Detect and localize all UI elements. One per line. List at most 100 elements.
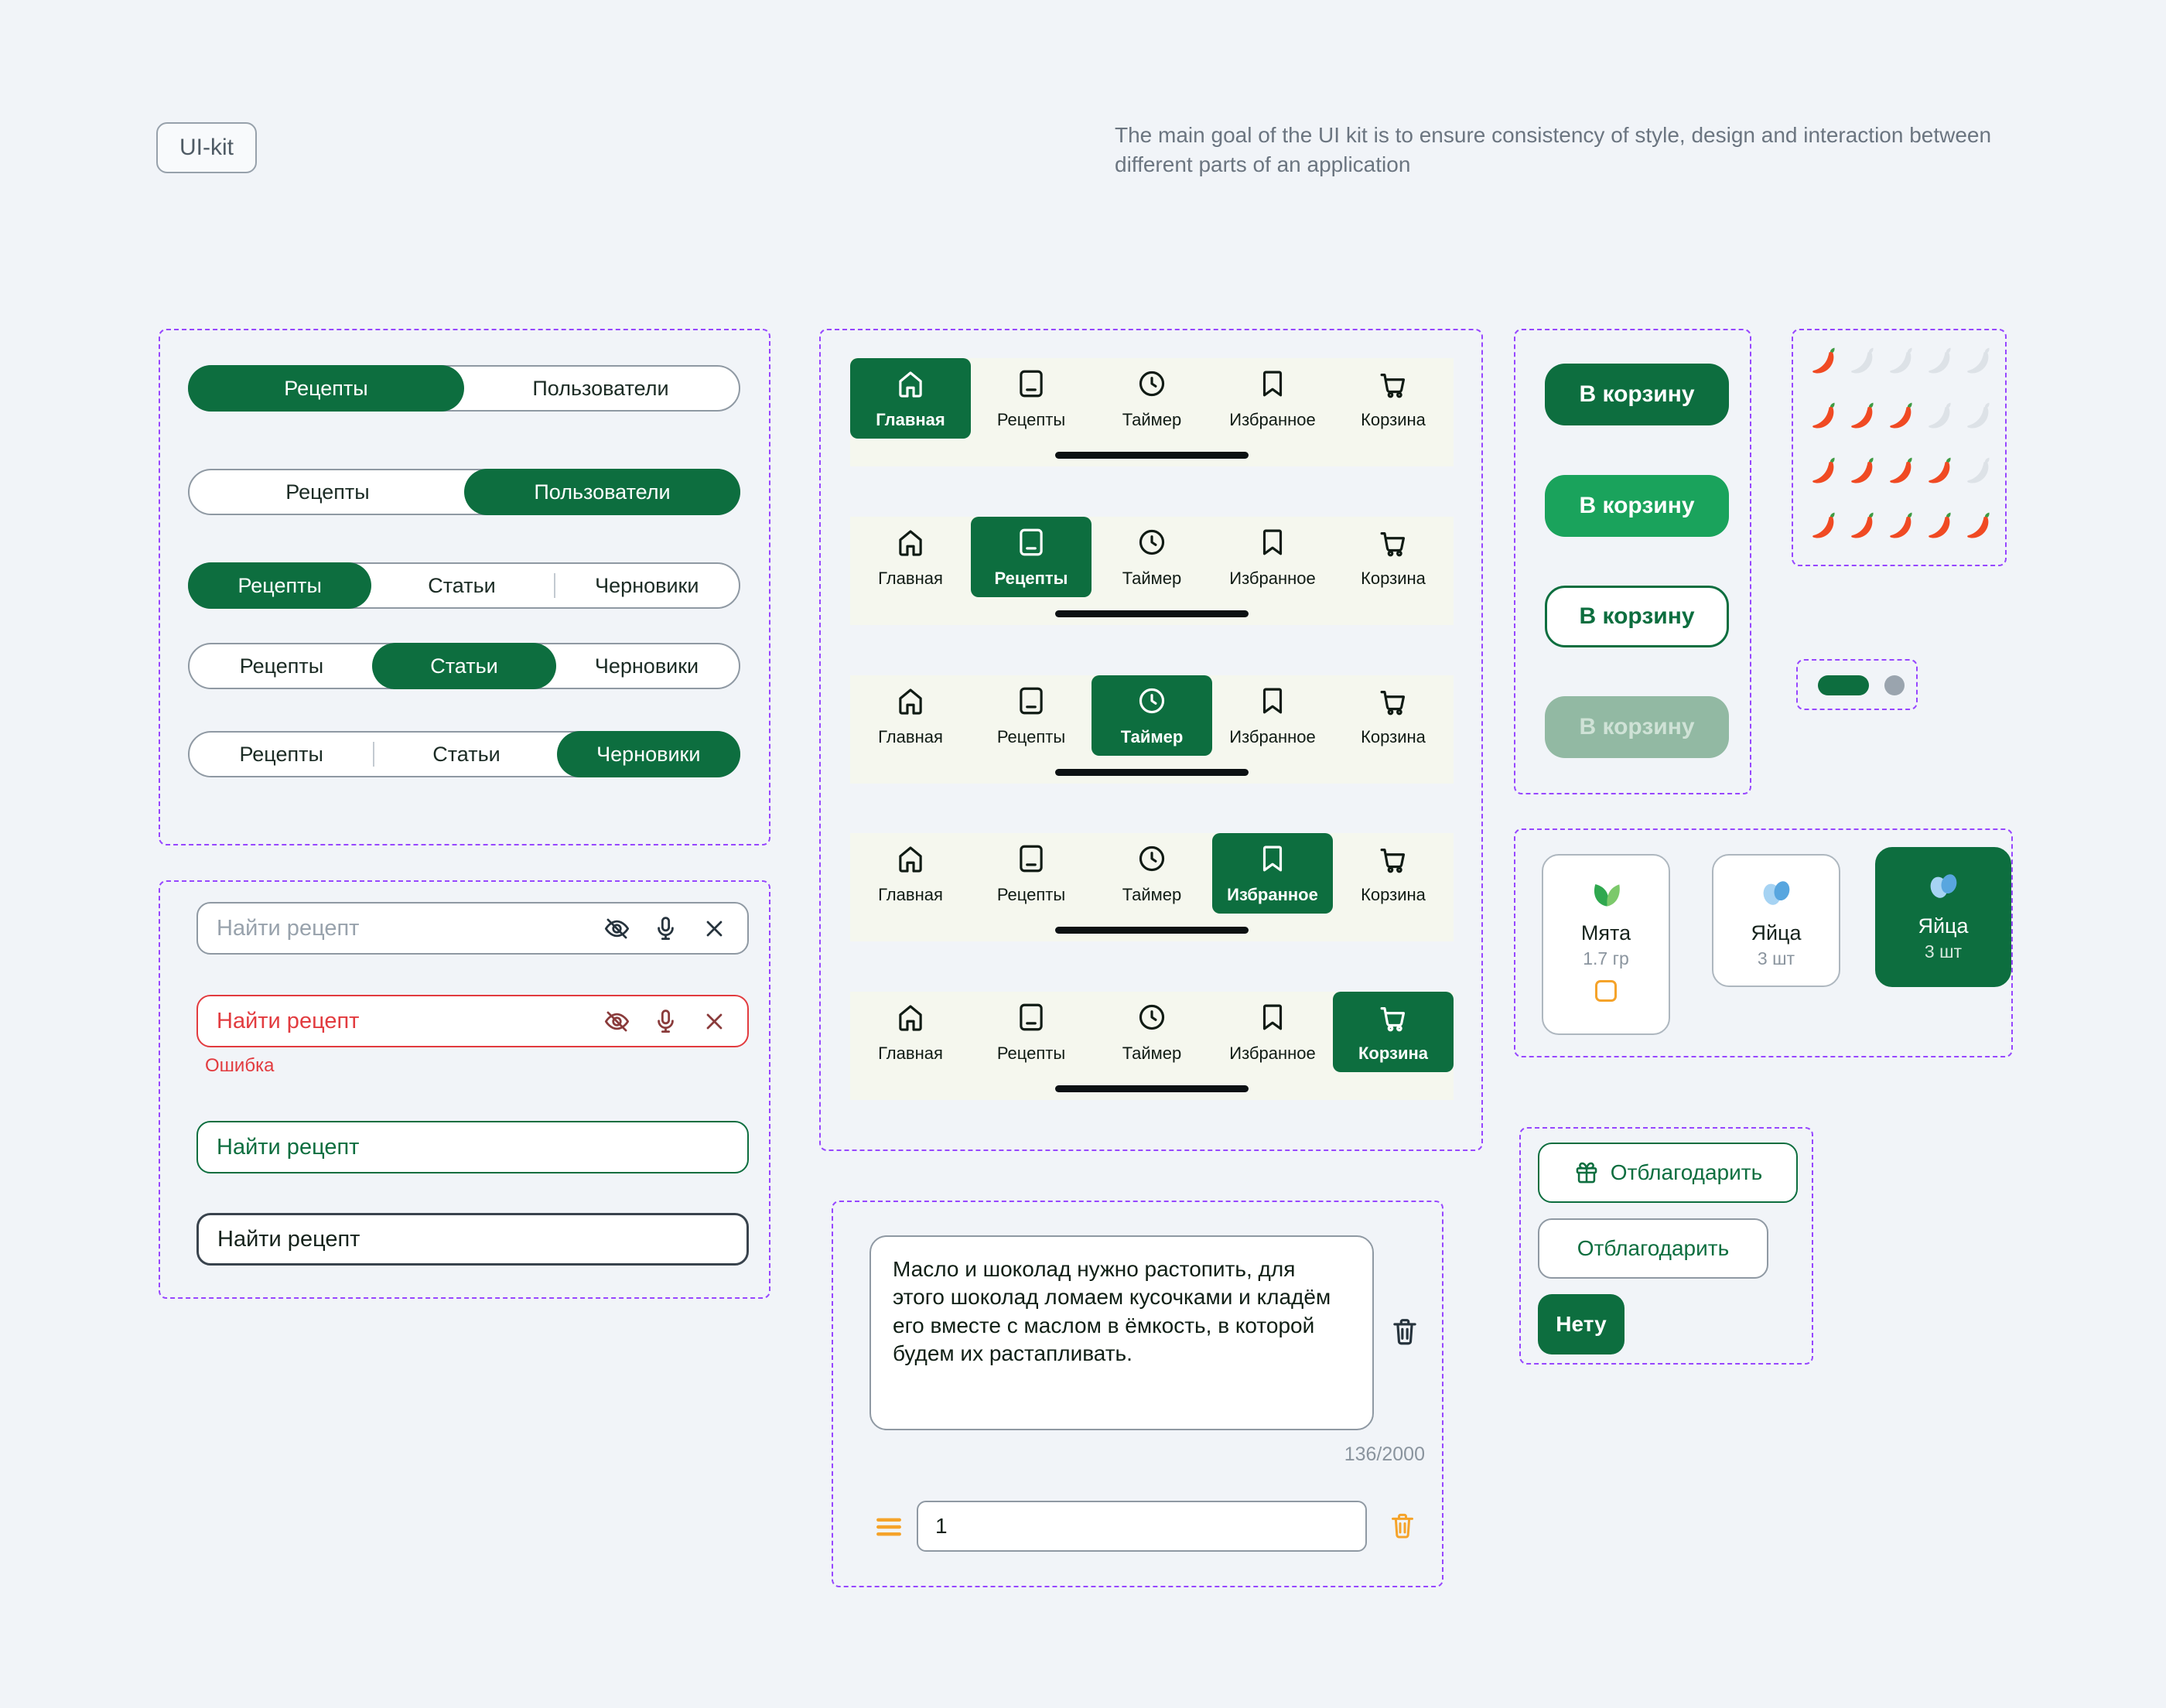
nav-item-cart[interactable]: Корзина [1333, 358, 1454, 439]
thanks-button-with-icon[interactable]: Отблагодарить [1538, 1143, 1798, 1203]
cart-icon [1377, 842, 1409, 880]
nav-item-timer[interactable]: Таймер [1092, 992, 1212, 1072]
pepper-icon[interactable] [1806, 400, 1840, 438]
nav-item-recipes[interactable]: Рецепты [971, 675, 1092, 756]
search-input-error[interactable]: Найти рецепт [196, 995, 749, 1047]
add-to-cart-button-disabled[interactable]: В корзину [1545, 696, 1729, 758]
nav-item-cart[interactable]: Корзина [1333, 517, 1454, 597]
thanks-button[interactable]: Отблагодарить [1538, 1218, 1768, 1279]
bookmark-icon [1256, 367, 1289, 405]
eye-off-icon[interactable] [603, 914, 631, 943]
pepper-icon[interactable] [1961, 510, 1995, 548]
nav-item-timer[interactable]: Таймер [1092, 833, 1212, 914]
segment-option[interactable]: Рецепты [188, 365, 464, 412]
clear-icon[interactable] [700, 914, 729, 943]
nav-item-favorites[interactable]: Избранное [1212, 833, 1333, 914]
nav-item-recipes[interactable]: Рецепты [971, 833, 1092, 914]
nav-item-recipes[interactable]: Рецепты [971, 517, 1092, 597]
nav-item-favorites[interactable]: Избранное [1212, 992, 1333, 1072]
nav-item-favorites[interactable]: Избранное [1212, 675, 1333, 756]
pepper-icon[interactable] [1806, 345, 1840, 383]
mic-icon[interactable] [651, 1007, 680, 1036]
nav-item-cart[interactable]: Корзина [1333, 833, 1454, 914]
segment-option[interactable]: Рецепты [285, 480, 370, 504]
none-button[interactable]: Нету [1538, 1294, 1624, 1354]
segment-option[interactable]: Черновики [594, 654, 699, 678]
book-icon [1015, 685, 1047, 722]
nav-item-timer[interactable]: Таймер [1092, 675, 1212, 756]
nav-item-recipes[interactable]: Рецепты [971, 992, 1092, 1072]
home-indicator [1055, 927, 1249, 934]
pepper-icon[interactable] [1884, 455, 1918, 493]
pepper-icon[interactable] [1884, 400, 1918, 438]
pepper-icon[interactable] [1922, 400, 1956, 438]
pepper-icon[interactable] [1961, 455, 1995, 493]
nav-item-label: Рецепты [996, 1043, 1066, 1063]
eye-off-icon[interactable] [603, 1007, 631, 1036]
segment-option[interactable]: Черновики [595, 573, 699, 597]
segment-option[interactable]: Статьи [432, 742, 501, 766]
nav-item-home[interactable]: Главная [850, 675, 971, 756]
segment-option[interactable]: Черновики [556, 731, 740, 777]
section-pagination [1796, 659, 1918, 710]
segment-option[interactable]: Пользователи [464, 469, 740, 515]
pagination-dot[interactable] [1884, 675, 1905, 695]
nav-item-home[interactable]: Главная [850, 992, 971, 1072]
nav-item-favorites[interactable]: Избранное [1212, 358, 1333, 439]
pepper-icon[interactable] [1884, 510, 1918, 548]
none-button-label: Нету [1556, 1312, 1607, 1336]
nav-item-cart[interactable]: Корзина [1333, 675, 1454, 756]
pepper-icon[interactable] [1845, 400, 1879, 438]
segment-option[interactable]: Рецепты [239, 654, 324, 678]
nav-item-favorites[interactable]: Избранное [1212, 517, 1333, 597]
clear-icon[interactable] [700, 1007, 729, 1036]
ingredient-amount: 1.7 гр [1583, 948, 1629, 968]
pepper-icon[interactable] [1845, 345, 1879, 383]
delete-step-icon[interactable] [1389, 1315, 1421, 1348]
step-number-input[interactable]: 1 [917, 1501, 1367, 1552]
pepper-icon[interactable] [1884, 345, 1918, 383]
nav-item-label: Корзина [1361, 884, 1426, 904]
clock-icon [1136, 1001, 1168, 1038]
step-description-textarea[interactable]: Масло и шоколад нужно растопить, для это… [869, 1235, 1374, 1430]
pepper-icon[interactable] [1961, 400, 1995, 438]
pepper-icon[interactable] [1806, 455, 1840, 493]
nav-item-timer[interactable]: Таймер [1092, 517, 1212, 597]
pepper-icon[interactable] [1845, 455, 1879, 493]
search-input-success[interactable]: Найти рецепт [196, 1121, 749, 1173]
pepper-icon[interactable] [1922, 510, 1956, 548]
ingredient-checkbox[interactable] [1595, 980, 1617, 1002]
add-to-cart-button-outline[interactable]: В корзину [1545, 586, 1729, 647]
segment-option[interactable]: Рецепты [188, 562, 372, 609]
pepper-icon[interactable] [1922, 345, 1956, 383]
pepper-icon[interactable] [1845, 510, 1879, 548]
pepper-icon[interactable] [1961, 345, 1995, 383]
nav-item-recipes[interactable]: Рецепты [971, 358, 1092, 439]
nav-item-home[interactable]: Главная [850, 833, 971, 914]
segment-option[interactable]: Рецепты [239, 742, 323, 766]
segment-option[interactable]: Статьи [372, 643, 556, 689]
nav-item-home[interactable]: Главная [850, 358, 971, 439]
book-icon [1015, 367, 1047, 405]
nav-item-cart[interactable]: Корзина [1333, 992, 1454, 1072]
add-to-cart-button-primary[interactable]: В корзину [1545, 364, 1729, 425]
search-input-default[interactable]: Найти рецепт [196, 902, 749, 955]
segment-option[interactable]: Статьи [428, 573, 496, 597]
pepper-icon[interactable] [1806, 510, 1840, 548]
pagination-active-pill[interactable] [1818, 675, 1869, 695]
drag-handle-icon[interactable] [872, 1510, 906, 1544]
add-to-cart-button-secondary[interactable]: В корзину [1545, 475, 1729, 537]
nav-item-home[interactable]: Главная [850, 517, 971, 597]
nav-item-timer[interactable]: Таймер [1092, 358, 1212, 439]
pepper-icon[interactable] [1922, 455, 1956, 493]
mic-icon[interactable] [651, 914, 680, 943]
delete-row-icon[interactable] [1387, 1510, 1418, 1541]
search-input-focused[interactable]: Найти рецепт [196, 1213, 749, 1266]
segment-option[interactable]: Пользователи [532, 376, 669, 400]
